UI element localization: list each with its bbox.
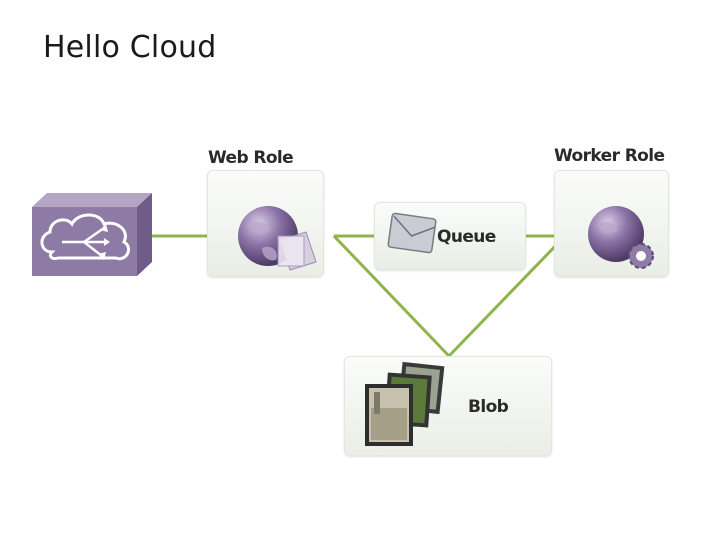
gear-icon	[628, 243, 654, 269]
blob-label: Blob	[468, 397, 509, 417]
cloud-switch-icon	[32, 193, 152, 276]
slide-title: Hello Cloud	[43, 30, 217, 65]
worker-globe-icon	[588, 206, 644, 262]
web-page-icon	[277, 231, 317, 271]
envelope-icon	[387, 212, 437, 254]
photo-stack-icon	[365, 361, 445, 446]
web-role-label: Web Role	[208, 148, 294, 168]
worker-role-label: Worker Role	[554, 146, 665, 166]
queue-label: Queue	[437, 227, 496, 247]
